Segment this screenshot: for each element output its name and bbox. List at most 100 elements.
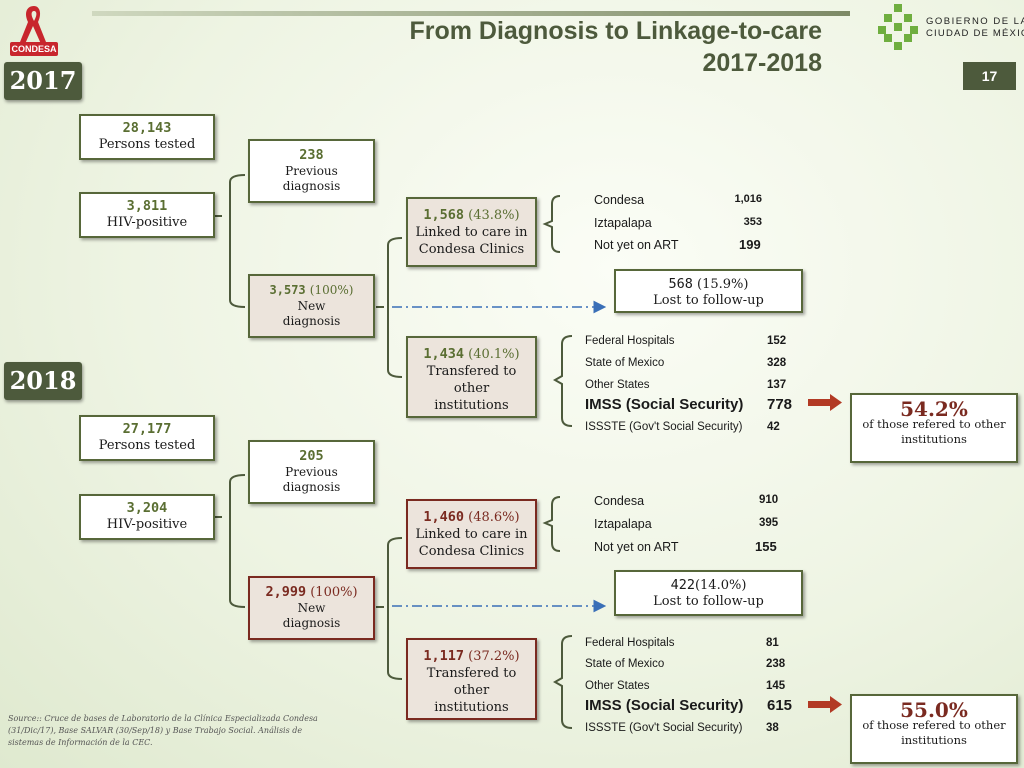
- value-2017-transferred: 1,434: [423, 346, 465, 362]
- value-2017-new-diagnosis: 3,573: [269, 283, 306, 297]
- label-2018-previous-diagnosis: Previous diagnosis: [282, 465, 341, 494]
- label-2017-imss-share: of those refered to other institutions: [862, 417, 1006, 446]
- box-2018-hiv-positive: 3,204 HIV-positive: [79, 494, 215, 540]
- value-2017-lost: 568: [668, 276, 693, 292]
- list-2017-transfer-value-4: 42: [767, 421, 780, 433]
- box-2018-persons-tested: 27,177 Persons tested: [79, 415, 215, 461]
- label-2017-transferred: Transfered to other institutions: [426, 364, 517, 413]
- list-2017-transfer-label-2: Other States: [585, 379, 650, 391]
- list-2017-transfer-label-1: State of Mexico: [585, 357, 665, 369]
- list-2018-transfer-label-0: Federal Hospitals: [585, 637, 675, 649]
- value-2017-persons-tested: 28,143: [122, 120, 172, 136]
- label-2018-persons-tested: Persons tested: [98, 438, 196, 453]
- label-2017-lost: Lost to follow-up: [653, 293, 764, 308]
- list-2017-transfer-value-3: 778: [767, 396, 793, 413]
- list-2017-transfer-label-0: Federal Hospitals: [585, 335, 675, 347]
- year-badge-2018: 2018: [4, 362, 82, 400]
- source-note: Source:: Cruce de bases de Laboratorio d…: [8, 714, 318, 747]
- value-2017-hiv-positive: 3,811: [126, 198, 168, 214]
- box-2018-transferred: 1,117 (37.2%) Transfered to other instit…: [406, 638, 537, 720]
- ribbon-icon: [10, 6, 58, 56]
- pct-2018-lost: (14.0%): [694, 578, 747, 593]
- list-2018-linked-label-2: Not yet on ART: [594, 540, 679, 554]
- cdmx-logo-text-1: GOBIERNO DE LA: [926, 16, 1024, 27]
- cdmx-logo-text-2: CIUDAD DE MÉXICO: [926, 28, 1024, 39]
- bracket-2018-diagnosis: [229, 474, 246, 608]
- value-2018-new-diagnosis: 2,999: [265, 584, 307, 600]
- box-2017-hiv-positive: 3,811 HIV-positive: [79, 192, 215, 238]
- list-2017-linked-value-0: 1,016: [734, 193, 762, 205]
- list-2018-transfer-value-0: 81: [766, 637, 779, 649]
- condesa-logo: CONDESA: [8, 2, 60, 58]
- list-2017-transfer-value-2: 137: [767, 379, 787, 391]
- list-2017-linked-label-2: Not yet on ART: [594, 238, 679, 252]
- page-number: 17: [963, 62, 1016, 90]
- box-2018-new-diagnosis: 2,999 (100%) New diagnosis: [248, 576, 375, 640]
- box-2018-previous-diagnosis: 205 Previous diagnosis: [248, 440, 375, 504]
- cdmx-logo: GOBIERNO DE LA CIUDAD DE MÉXICO: [876, 2, 1024, 54]
- list-2018-linked-value-2: 155: [755, 539, 777, 554]
- list-2018-transfer-label-4: ISSSTE (Gov't Social Security): [585, 722, 743, 734]
- label-2017-previous-diagnosis: Previous diagnosis: [282, 164, 341, 193]
- pct-2017-linked: (43.8%): [468, 208, 520, 223]
- pct-2017-new-diagnosis: (100%): [309, 283, 354, 297]
- box-2018-lost-to-follow-up: 422(14.0%) Lost to follow-up: [614, 570, 803, 616]
- pct-2018-transferred: (37.2%): [468, 649, 520, 664]
- list-2017-transfer-label-4: ISSSTE (Gov't Social Security): [585, 421, 743, 433]
- list-2018-linked-value-0: 910: [759, 494, 779, 506]
- list-2018-linked-label-0: Condesa: [594, 494, 645, 508]
- list-2018-linked-value-1: 395: [759, 517, 779, 529]
- bracket-2018-outcome: [387, 537, 403, 680]
- value-2018-persons-tested: 27,177: [122, 421, 172, 437]
- value-2017-previous-diagnosis: 238: [299, 147, 324, 163]
- list-2017-transfer-value-1: 328: [767, 357, 787, 369]
- bracket-2017-outcome: [387, 237, 403, 378]
- label-2018-imss-share: of those refered to other institutions: [862, 718, 1006, 747]
- value-2018-lost: 422: [670, 577, 695, 593]
- page-subtitle: 2017-2018: [702, 49, 822, 77]
- pct-2018-linked: (48.6%): [468, 510, 520, 525]
- list-2017-linked-value-1: 353: [743, 216, 762, 228]
- bracket-2017-diagnosis: [229, 174, 246, 308]
- label-2018-transferred: Transfered to other institutions: [426, 666, 517, 715]
- brace-2018-linked: [542, 496, 561, 552]
- label-2017-hiv-positive: HIV-positive: [106, 215, 188, 230]
- label-2018-hiv-positive: HIV-positive: [106, 517, 188, 532]
- box-2017-transferred: 1,434 (40.1%) Transfered to other instit…: [406, 336, 537, 418]
- list-2018-transfer-value-2: 145: [766, 680, 786, 692]
- page-title: From Diagnosis to Linkage-to-care: [409, 17, 822, 45]
- brace-2018-transfer: [552, 635, 573, 729]
- pct-2018-new-diagnosis: (100%): [310, 585, 358, 600]
- arrow-2017-imss: [808, 394, 842, 411]
- list-2018-transfer-label-1: State of Mexico: [585, 658, 665, 670]
- value-2018-linked: 1,460: [423, 509, 465, 525]
- value-2017-linked: 1,568: [423, 207, 465, 223]
- label-2018-linked: Linked to care in Condesa Clinics: [415, 527, 528, 559]
- label-2018-lost: Lost to follow-up: [653, 594, 764, 609]
- value-2018-hiv-positive: 3,204: [126, 500, 168, 516]
- box-2017-imss-share: 54.2% of those refered to other institut…: [850, 393, 1018, 463]
- header-rule: [92, 11, 850, 16]
- box-2017-lost-to-follow-up: 568 (15.9%) Lost to follow-up: [614, 269, 803, 313]
- list-2017-transfer-value-0: 152: [767, 335, 787, 347]
- value-2018-imss-share: 55.0%: [900, 698, 968, 722]
- list-2018-transfer-label-3: IMSS (Social Security): [585, 697, 744, 714]
- pct-2017-transferred: (40.1%): [468, 347, 520, 362]
- label-2017-linked: Linked to care in Condesa Clinics: [415, 225, 528, 257]
- list-2018-linked-label-1: Iztapalapa: [594, 517, 652, 531]
- condesa-logo-text: CONDESA: [11, 44, 57, 54]
- box-2017-persons-tested: 28,143 Persons tested: [79, 114, 215, 160]
- box-2018-linked-to-care: 1,460 (48.6%) Linked to care in Condesa …: [406, 499, 537, 569]
- list-2017-transfer-label-3: IMSS (Social Security): [585, 396, 744, 413]
- box-2017-linked-to-care: 1,568 (43.8%) Linked to care in Condesa …: [406, 197, 537, 267]
- list-2018-transfer-value-4: 38: [766, 722, 779, 734]
- value-2017-imss-share: 54.2%: [900, 397, 968, 421]
- arrow-2018-imss: [808, 696, 842, 713]
- value-2018-transferred: 1,117: [423, 648, 465, 664]
- brace-2017-transfer: [552, 335, 573, 427]
- pct-2017-lost: (15.9%): [697, 277, 749, 292]
- list-2017-linked-value-2: 199: [739, 237, 761, 252]
- label-2018-new-diagnosis: New diagnosis: [282, 601, 341, 630]
- list-2018-transfer-value-1: 238: [766, 658, 786, 670]
